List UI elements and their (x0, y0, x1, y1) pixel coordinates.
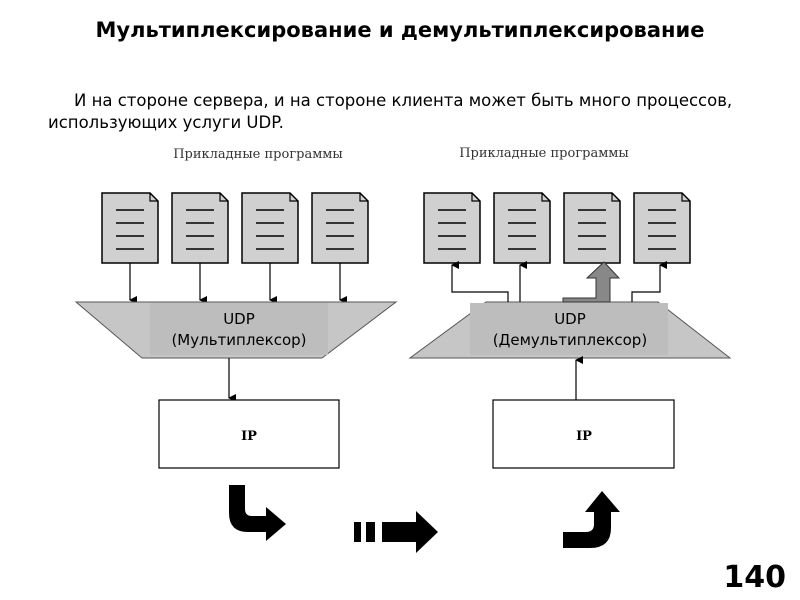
multiplexer-label-line1: UDP (223, 310, 255, 328)
left-curved-down-right-arrow (229, 485, 286, 541)
left-apps-label: Прикладные программы (173, 147, 343, 162)
transfer-arrow (354, 511, 438, 553)
right-app-doc-3 (563, 192, 621, 264)
right-ip-label: IP (576, 429, 592, 444)
demultiplexer-label-line1: UDP (554, 310, 586, 328)
right-up-arrows (451, 261, 667, 302)
left-down-arrows (129, 263, 347, 304)
multiplexer-label-line2: (Мультиплексор) (171, 331, 306, 349)
demultiplexer-label-box (470, 303, 668, 355)
body-text-content: И на стороне сервера, и на стороне клиен… (48, 91, 733, 132)
left-app-doc-1 (101, 192, 159, 264)
left-app-doc-4 (311, 192, 369, 264)
right-ip-box (492, 399, 675, 469)
left-app-doc-2 (171, 192, 229, 264)
demultiplexer-label-line2: (Демультиплексор) (493, 331, 647, 349)
slide-number: 140 (723, 560, 786, 595)
right-app-documents (423, 192, 691, 264)
right-apps-label: Прикладные программы (459, 146, 629, 161)
left-ip-label: IP (241, 429, 257, 444)
right-app-doc-2 (493, 192, 551, 264)
left-ip-box (158, 399, 340, 469)
left-app-documents (101, 192, 369, 264)
slide-body-text: И на стороне сервера, и на стороне клиен… (48, 90, 768, 134)
selected-process-arrow (562, 261, 621, 303)
left-app-doc-3 (241, 192, 299, 264)
multiplexer-label-box (150, 303, 328, 355)
right-app-doc-4 (633, 192, 691, 264)
right-app-doc-1 (423, 192, 481, 264)
slide-title: Мультиплексирование и демультиплексирова… (95, 18, 705, 42)
right-curved-up-arrow (563, 491, 620, 548)
